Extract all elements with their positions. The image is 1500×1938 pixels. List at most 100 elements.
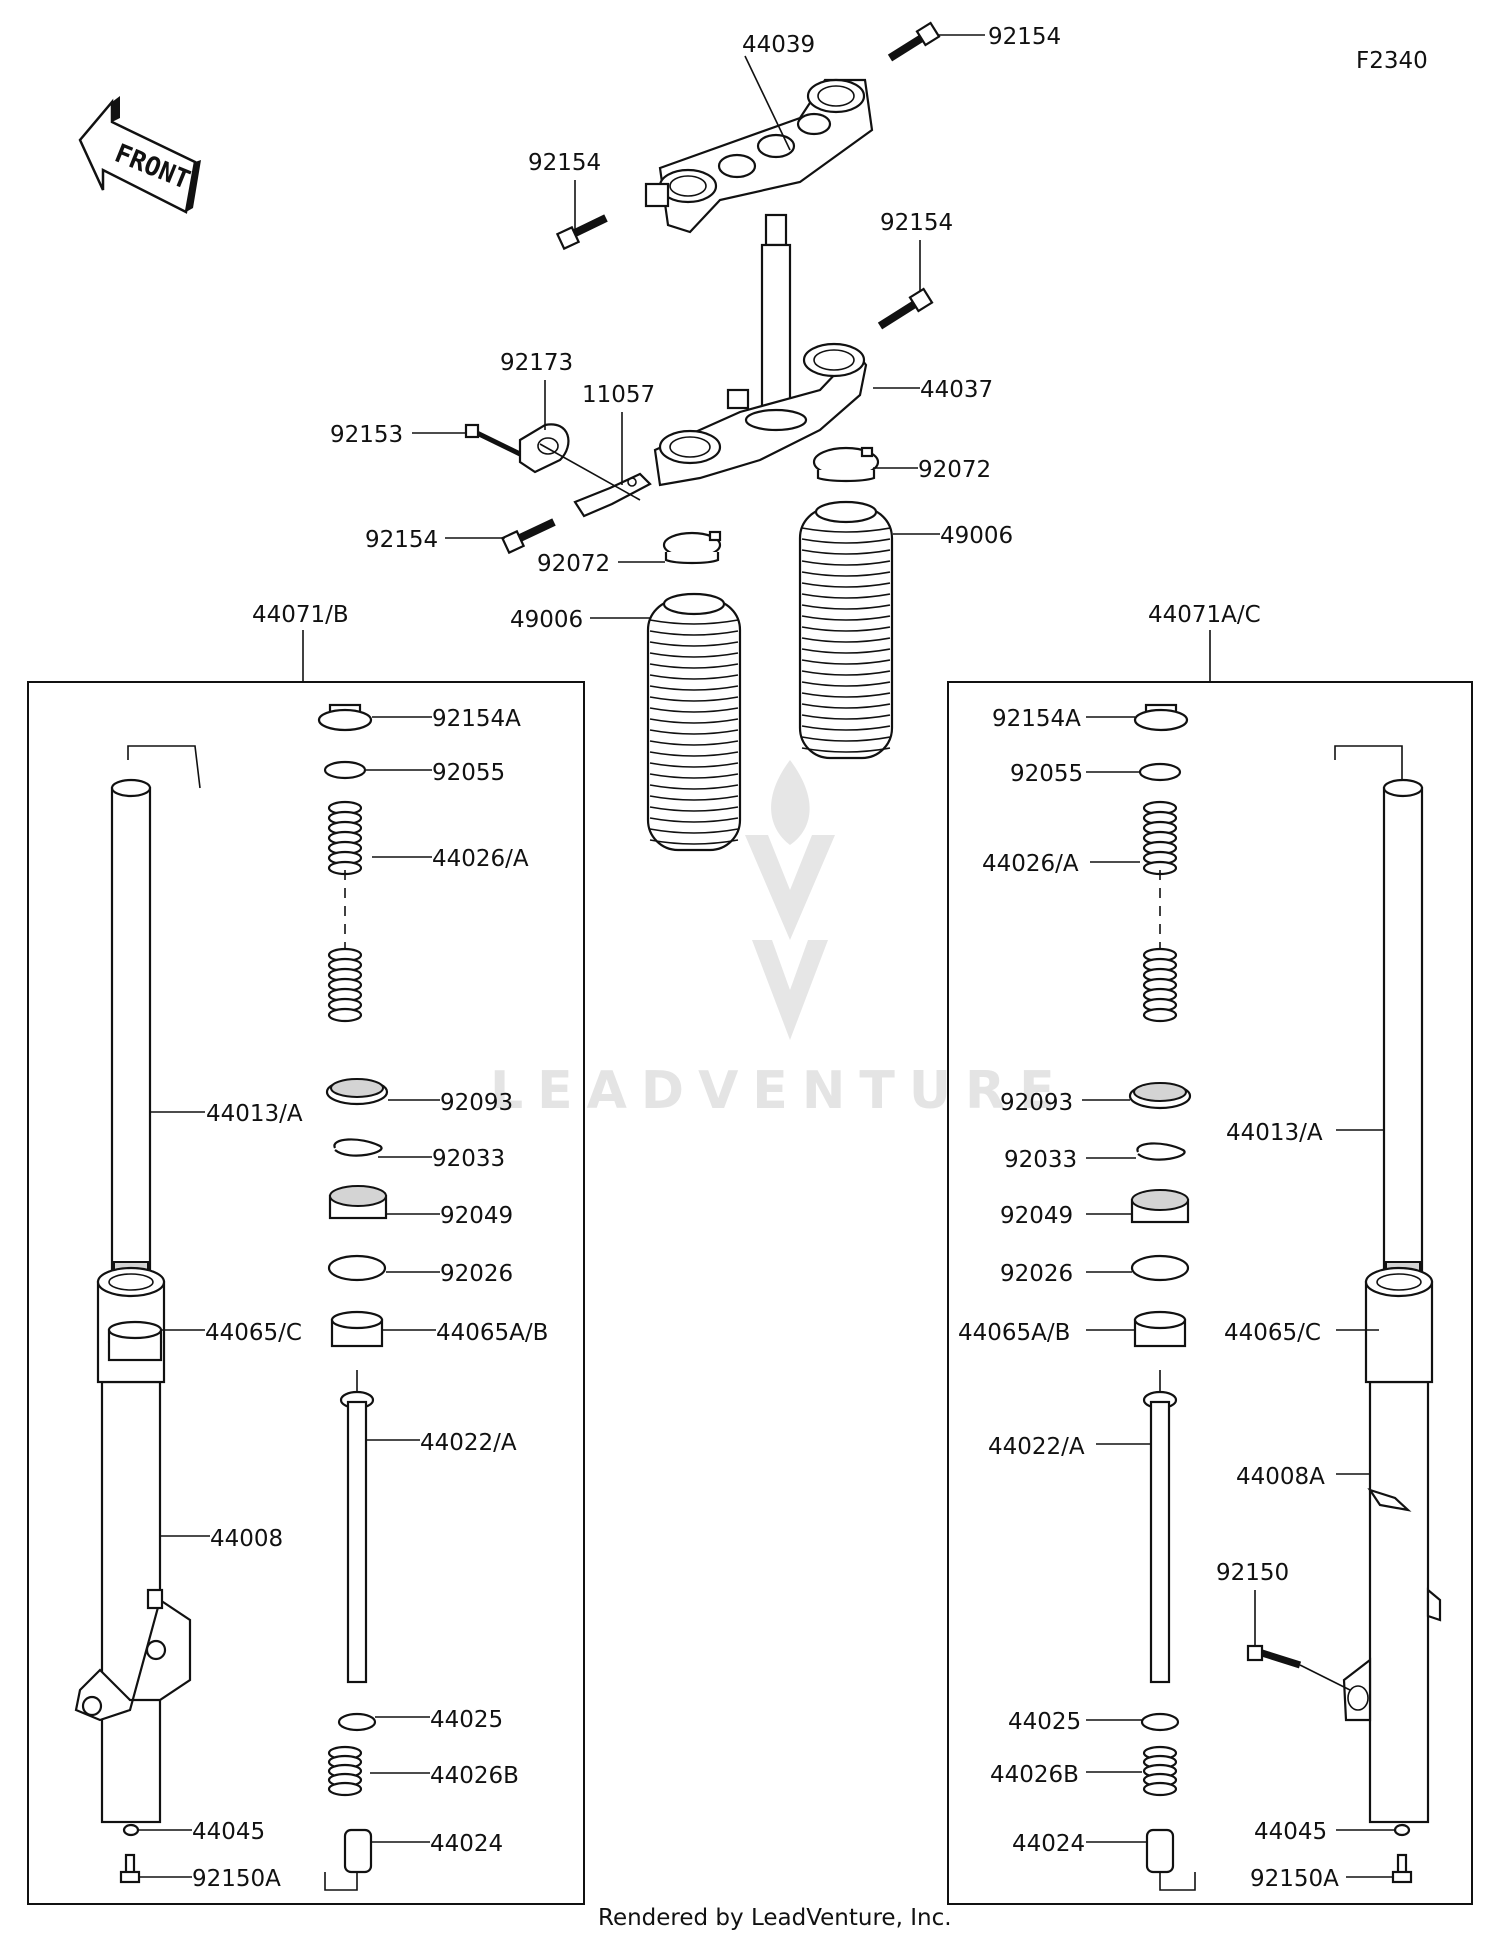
label-L-44065C: 44065/C (205, 1320, 302, 1346)
label-R-92150: 92150 (1216, 1560, 1289, 1586)
bellow-fold (801, 725, 891, 731)
label-L-44022A: 44022/A (420, 1430, 517, 1456)
outer-tube-44008a-right (1342, 1266, 1442, 1824)
label-R-44022A: 44022/A (988, 1434, 1085, 1460)
bellow-fold (649, 630, 739, 636)
bellow-fold (801, 527, 891, 533)
label-44039: 44039 (742, 32, 815, 58)
bellow-fold (801, 560, 891, 566)
washer-92026-right (1130, 1254, 1190, 1282)
label-92072-right: 92072 (918, 457, 991, 483)
label-92072-left: 92072 (537, 551, 610, 577)
bolt-92154-mid-right (877, 287, 934, 330)
bellow-fold (801, 571, 891, 577)
label-R-44025: 44025 (1008, 1709, 1081, 1735)
bellow-fold (649, 784, 739, 790)
spring-44026a-right (1142, 800, 1178, 1023)
bellow-fold (801, 659, 891, 665)
label-92173: 92173 (500, 350, 573, 376)
right-leader-lines (1082, 716, 1395, 1878)
bolt-92154-lower-left (500, 518, 556, 555)
washer-92026-left (327, 1254, 387, 1282)
left-assembly-label: 44071/B (252, 602, 349, 628)
label-49006-left: 49006 (510, 607, 583, 633)
bellow-fold (801, 681, 891, 687)
inner-tube-44013-right (1334, 745, 1424, 1280)
bellow-fold (801, 648, 891, 654)
bellow-fold (649, 652, 739, 658)
label-L-44026A: 44026/A (432, 846, 529, 872)
bellow-fold (801, 703, 891, 709)
ring-44025-right (1140, 1712, 1180, 1732)
bellow-fold (649, 817, 739, 823)
bellow-fold (649, 663, 739, 669)
bolt-92150-right (1246, 1644, 1302, 1669)
hose-clamp-92072-right (812, 446, 880, 483)
label-92153: 92153 (330, 422, 403, 448)
right-assembly-label: 44071A/C (1148, 602, 1261, 628)
label-L-44045: 44045 (192, 1819, 265, 1845)
cap-bolt-92154a-left (317, 703, 373, 732)
label-L-92154A: 92154A (432, 706, 521, 732)
bolt-92150a-right (1391, 1853, 1413, 1884)
spring-coil (327, 1781, 363, 1797)
watermark-v-icon (745, 835, 835, 940)
watermark-flame-icon (771, 760, 810, 845)
label-L-44026B: 44026B (430, 1763, 519, 1789)
label-11057: 11057 (582, 382, 655, 408)
label-92154-mid-right: 92154 (880, 210, 953, 236)
lower-triple-clamp (653, 213, 868, 487)
seal-92093-left (325, 1078, 389, 1106)
left-assembly-box (27, 681, 585, 1905)
label-92154-lower-left: 92154 (365, 527, 438, 553)
o-ring-92055-left (323, 760, 367, 780)
label-L-92150A: 92150A (192, 1866, 281, 1892)
damper-rod-44022a-left (339, 1390, 375, 1684)
inner-tube-44013-left (110, 745, 201, 1280)
hose-clamp-92072-left (662, 530, 722, 565)
cap-bolt-92154a-right (1133, 703, 1189, 732)
label-44037: 44037 (920, 377, 993, 403)
bracket-11057 (573, 472, 652, 518)
label-L-44008: 44008 (210, 1526, 283, 1552)
label-R-44045: 44045 (1254, 1819, 1327, 1845)
bellow-fold (649, 619, 739, 625)
label-R-44026A: 44026/A (982, 851, 1079, 877)
bellow-fold (801, 626, 891, 632)
bellow-fold (649, 641, 739, 647)
bushing-44065ab-left (330, 1310, 384, 1348)
front-arrow-icon: FRONT (78, 96, 201, 214)
piece-44024-right (1145, 1828, 1175, 1874)
oil-seal-92049-right (1130, 1189, 1190, 1224)
clip-92033-right (1136, 1142, 1186, 1161)
label-R-44065C: 44065/C (1224, 1320, 1321, 1346)
outer-tube-44008-left (74, 1266, 192, 1824)
upper-leader-lines (412, 34, 985, 619)
bolt-92150a-left (119, 1853, 141, 1884)
bellow-fold (649, 839, 739, 845)
label-L-92055: 92055 (432, 760, 505, 786)
label-49006-right: 49006 (940, 523, 1013, 549)
bellow-fold (649, 729, 739, 735)
o-ring-92055-right (1138, 762, 1182, 782)
watermark-text: LEADVENTURE (490, 1061, 1069, 1121)
watermark-v2-icon (752, 940, 828, 1040)
bellow-fold (801, 747, 891, 753)
bellow-fold (801, 538, 891, 544)
spring-coil (327, 1007, 363, 1023)
bellow-fold (801, 670, 891, 676)
label-R-92033: 92033 (1004, 1147, 1077, 1173)
clamp-92173 (518, 423, 570, 474)
label-92154-upper-left: 92154 (528, 150, 601, 176)
boot-bellow-lines (649, 527, 891, 845)
bellow-fold (649, 685, 739, 691)
bellow-fold (649, 707, 739, 713)
bellow-fold (801, 582, 891, 588)
bellow-fold (801, 714, 891, 720)
label-R-44024: 44024 (1012, 1831, 1085, 1857)
label-L-44065AB: 44065A/B (436, 1320, 548, 1346)
bellow-fold (649, 806, 739, 812)
bushing-44065c-left (107, 1320, 163, 1362)
label-R-44008A: 44008A (1236, 1464, 1325, 1490)
bellow-fold (649, 828, 739, 834)
